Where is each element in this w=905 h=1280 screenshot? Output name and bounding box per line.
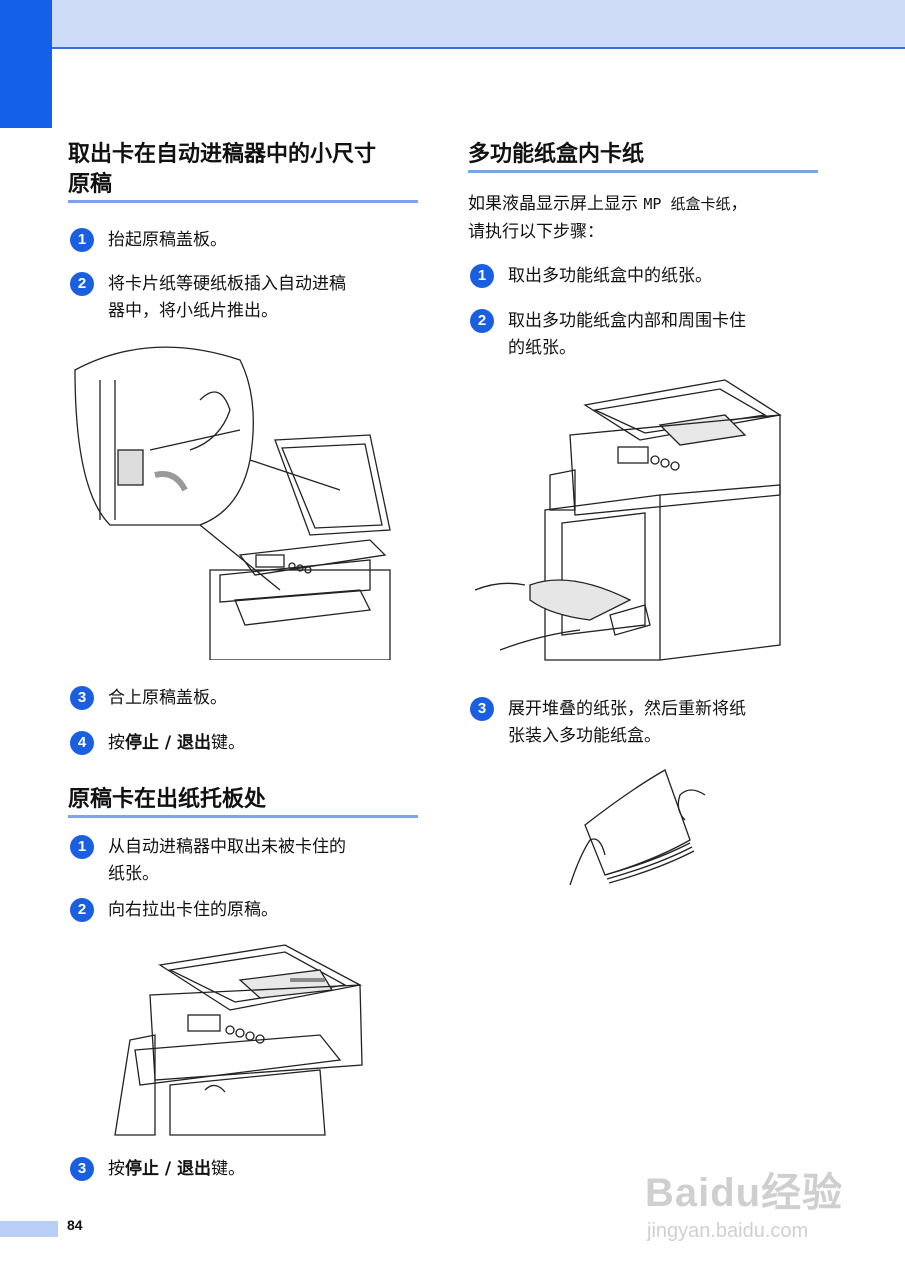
- section-rule: [68, 815, 418, 818]
- step-text: 展开堆叠的纸张，然后重新将纸 张装入多功能纸盒。: [508, 696, 818, 750]
- baidu-watermark-logo: Baidu经验: [645, 1171, 844, 1215]
- illustration-mp-tray-remove-paper: [474, 379, 782, 661]
- chapter-tab: [0, 0, 52, 128]
- page-number: 84: [67, 1217, 83, 1233]
- step-text: 向右拉出卡住的原稿。: [108, 900, 278, 920]
- step-text-line1: 展开堆叠的纸张，然后重新将纸: [508, 699, 746, 719]
- baidu-watermark: Baidu经验 jingyan.baidu.com: [645, 1150, 855, 1260]
- page-number-tab: [0, 1221, 58, 1237]
- step-text-pre: 按: [108, 1159, 125, 1179]
- section-title-mp-tray-jam: 多功能纸盒内卡纸: [468, 142, 645, 167]
- step-text-line1: 从自动进稿器中取出未被卡住的: [108, 837, 346, 857]
- step-text-line2: 张装入多功能纸盒。: [508, 726, 661, 746]
- step-text-line2: 纸张。: [108, 864, 159, 884]
- intro-paragraph: 如果液晶显示屏上显示 MP 纸盒卡纸， 请执行以下步骤：: [468, 190, 828, 246]
- step-text-line1: 取出多功能纸盒内部和周围卡住: [508, 311, 746, 331]
- step-text: 取出多功能纸盒内部和周围卡住 的纸张。: [508, 308, 818, 362]
- step-number: 1: [470, 264, 494, 288]
- section-rule: [468, 170, 818, 173]
- stop-exit-key-label: 停止 / 退出: [125, 1159, 212, 1179]
- header-band: [0, 0, 905, 49]
- illustration-adf-card-push: [74, 346, 391, 660]
- section-title-line2: 原稿: [68, 172, 113, 197]
- step-text: 按停止 / 退出键。: [108, 1156, 245, 1183]
- step-number: 1: [70, 835, 94, 859]
- step-number: 2: [70, 898, 94, 922]
- illustration-fan-paper: [569, 769, 706, 886]
- step-number: 2: [70, 272, 94, 296]
- step-text: 合上原稿盖板。: [108, 688, 227, 708]
- step-number: 1: [70, 228, 94, 252]
- lcd-message: MP 纸盒卡纸: [643, 195, 731, 213]
- stop-exit-key-label: 停止 / 退出: [125, 733, 212, 753]
- step-number: 3: [70, 1157, 94, 1181]
- section-title-output-tray: 原稿卡在出纸托板处: [68, 787, 267, 812]
- illustration-output-tray-jam: [114, 944, 363, 1136]
- step-text: 抬起原稿盖板。: [108, 230, 227, 250]
- step-text: 取出多功能纸盒中的纸张。: [508, 266, 712, 286]
- step-text-post: 键。: [211, 733, 246, 753]
- step-text: 将卡片纸等硬纸板插入自动进稿 器中，将小纸片推出。: [108, 271, 418, 325]
- baidu-watermark-url: jingyan.baidu.com: [647, 1220, 809, 1242]
- step-number: 2: [470, 309, 494, 333]
- step-text: 按停止 / 退出键。: [108, 730, 245, 757]
- step-number: 3: [470, 697, 494, 721]
- step-text-line1: 将卡片纸等硬纸板插入自动进稿: [108, 274, 346, 294]
- step-text-line2: 器中，将小纸片推出。: [108, 301, 278, 321]
- step-text: 从自动进稿器中取出未被卡住的 纸张。: [108, 834, 418, 888]
- section-rule: [68, 200, 418, 203]
- intro-line2: 请执行以下步骤：: [468, 222, 604, 242]
- step-number: 4: [70, 731, 94, 755]
- step-number: 3: [70, 686, 94, 710]
- section-title-adf-small-doc: 取出卡在自动进稿器中的小尺寸 原稿: [68, 140, 418, 200]
- step-text-line2: 的纸张。: [508, 338, 576, 358]
- intro-line1: 如果液晶显示屏上显示 MP 纸盒卡纸，: [468, 190, 828, 218]
- section-title-line1: 取出卡在自动进稿器中的小尺寸: [68, 142, 377, 167]
- step-text-post: 键。: [211, 1159, 246, 1179]
- intro-post: ，: [730, 194, 748, 214]
- step-text-pre: 按: [108, 733, 125, 753]
- intro-pre: 如果液晶显示屏上显示: [468, 194, 644, 214]
